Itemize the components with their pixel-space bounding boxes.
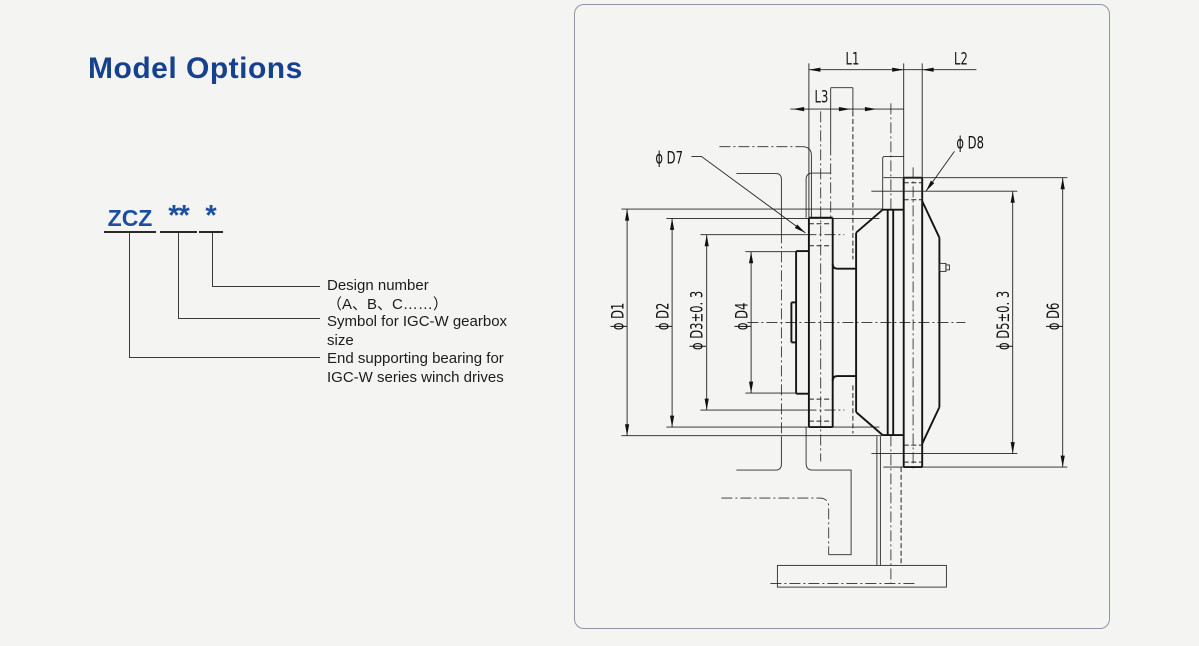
dim-label-d4: ϕ D4	[733, 303, 752, 331]
connector-line-design-number	[212, 233, 320, 287]
annotation-design-number: Design number （A、B、C……）	[327, 277, 448, 314]
dim-label-l1: L1	[846, 50, 860, 69]
dim-label-d6: ϕ D6	[1045, 303, 1064, 331]
model-code-prefix: ZCZ	[104, 205, 156, 233]
model-code-star1: *	[199, 202, 223, 233]
dim-label-d8: ϕ D8	[956, 134, 984, 153]
annotation-end-bearing-line1: End supporting bearing for	[327, 350, 504, 367]
connector-line-gearbox-symbol	[178, 233, 320, 319]
dim-label-d5: ϕ D5±0. 3	[995, 291, 1014, 350]
dim-label-l3: L3	[815, 88, 829, 107]
annotation-gearbox-symbol: Symbol for IGC-W gearbox size	[327, 313, 507, 350]
annotation-end-bearing-line2: IGC-W series winch drives	[327, 368, 504, 386]
dim-label-d1: ϕ D1	[609, 303, 628, 331]
model-code-stars2: **	[160, 202, 197, 233]
annotation-design-number-line2: （A、B、C……）	[327, 295, 448, 313]
annotation-gearbox-symbol-line2: size	[327, 331, 354, 349]
dim-label-l2: L2	[954, 50, 968, 69]
annotation-end-bearing: End supporting bearing for IGC-W series …	[327, 350, 504, 387]
annotation-design-number-line1: Design number	[327, 277, 429, 294]
dim-label-d3: ϕ D3±0. 3	[688, 291, 707, 350]
dim-label-d2: ϕ D2	[654, 303, 673, 331]
dim-label-d7: ϕ D7	[655, 149, 683, 168]
connector-line-end-bearing	[129, 233, 320, 358]
drawing-frame: L1 L2 L3 ϕ D7 ϕ D8 ϕ D1 ϕ D2 ϕ D3±0. 3 ϕ…	[574, 4, 1110, 629]
technical-drawing: L1 L2 L3 ϕ D7 ϕ D8 ϕ D1 ϕ D2 ϕ D3±0. 3 ϕ…	[609, 50, 1068, 588]
page-title: Model Options	[88, 52, 303, 85]
annotation-gearbox-symbol-line1: Symbol for IGC-W gearbox	[327, 313, 508, 330]
